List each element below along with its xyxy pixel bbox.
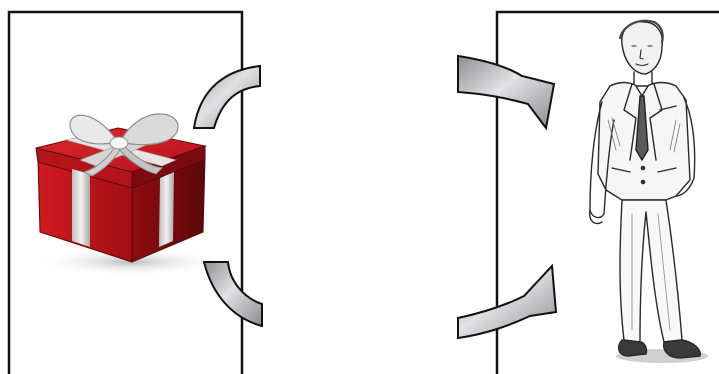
arrow-bottom-left: [202, 261, 263, 328]
left-panel: [7, 10, 244, 374]
man-in-suit-icon: [588, 19, 708, 363]
right-panel: [495, 10, 719, 374]
arrow-bottom-right: [457, 263, 558, 340]
arrow-top-left: [192, 64, 261, 129]
arrow-top-right: [457, 54, 556, 131]
gift-box-icon: [35, 113, 225, 276]
